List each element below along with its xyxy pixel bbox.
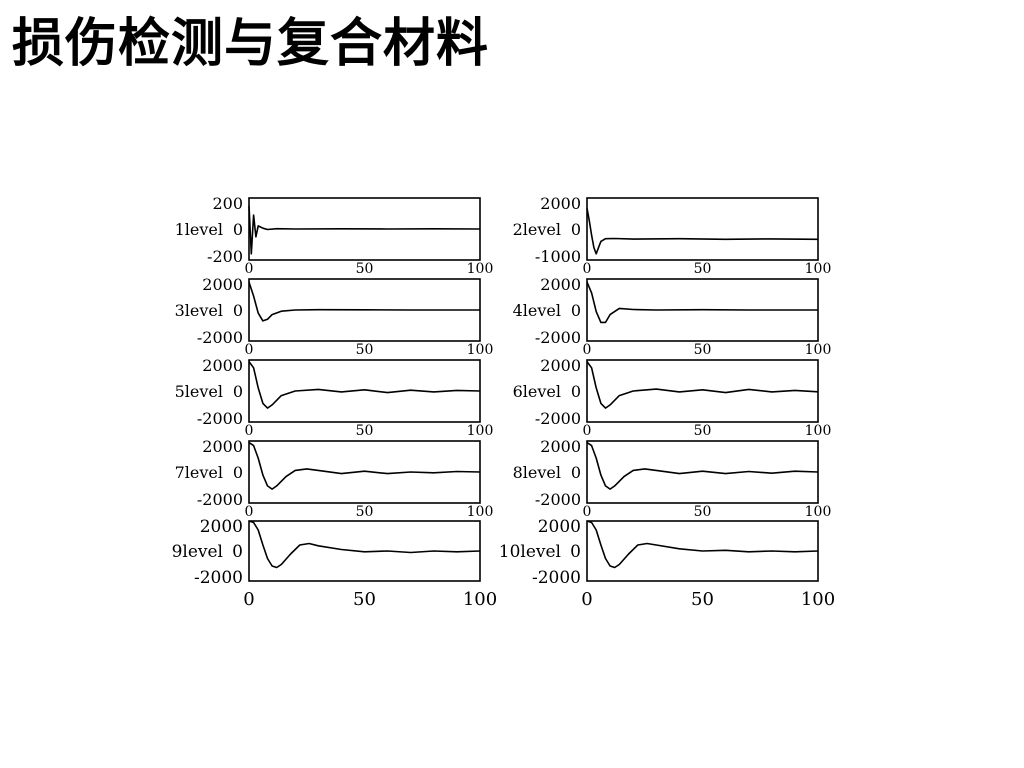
panel-8-xtick-2: 50: [694, 504, 712, 520]
panel-3-xtick-3: 100: [467, 342, 494, 358]
panel-8-series-1: [586, 441, 819, 490]
panel-10-ytick-1: 2000: [538, 517, 581, 537]
panel-9-ytick-1: 2000: [200, 517, 243, 537]
panel-4-ytick-1: 2000: [540, 275, 581, 294]
panel-5-ytick-3: -2000: [197, 409, 243, 428]
panel-6-series-1: [586, 361, 819, 409]
panel-3-xtick-1: 0: [245, 342, 254, 358]
panel-2-xtick-2: 50: [694, 261, 712, 277]
panel-10-xtick-1: 0: [581, 589, 592, 610]
panel-5-ytick-2: 0: [233, 382, 243, 401]
panel-2-xtick-1: 0: [583, 261, 592, 277]
panel-9-ytick-3: -2000: [194, 568, 243, 588]
panel-10-ytick-2: 0: [570, 542, 581, 562]
panel-10-xtick-3: 100: [801, 589, 835, 610]
panel-3-ytick-2: 0: [233, 301, 243, 320]
panel-9-xtick-2: 50: [353, 589, 376, 610]
panel-6-ytick-2: 0: [571, 382, 581, 401]
panel-6-ytick-3: -2000: [535, 409, 581, 428]
panel-4-ylabel: 4level: [513, 301, 561, 320]
panel-2-frame: [586, 197, 819, 261]
panel-4-ytick-2: 0: [571, 301, 581, 320]
panel-6-xtick-1: 0: [583, 423, 592, 439]
panel-8-ytick-2: 0: [571, 463, 581, 482]
panel-4-xtick-1: 0: [583, 342, 592, 358]
panel-5-series-1: [248, 361, 481, 409]
panel-7-ytick-3: -2000: [197, 490, 243, 509]
panel-3-ytick-1: 2000: [202, 275, 243, 294]
panel-7-ytick-2: 0: [233, 463, 243, 482]
panel-9-xtick-1: 0: [243, 589, 254, 610]
panel-1-xtick-1: 0: [245, 261, 254, 277]
panel-10-ylabel: 10level: [499, 542, 561, 562]
panel-5-xtick-2: 50: [356, 423, 374, 439]
panel-6-ytick-1: 2000: [540, 356, 581, 375]
panel-7-series-1: [248, 441, 481, 490]
panel-8-xtick-3: 100: [805, 504, 832, 520]
panel-7-xtick-3: 100: [467, 504, 494, 520]
panel-7-ytick-1: 2000: [202, 437, 243, 456]
panel-2-series-1: [586, 208, 819, 255]
panel-1-ylabel: 1level: [175, 220, 223, 239]
panel-10-ytick-3: -2000: [532, 568, 581, 588]
panel-5-xtick-1: 0: [245, 423, 254, 439]
panel-7-xtick-1: 0: [245, 504, 254, 520]
panel-2-ytick-2: 0: [571, 220, 581, 239]
panel-9-xtick-3: 100: [463, 589, 497, 610]
panel-6-xtick-3: 100: [805, 423, 832, 439]
panel-5-ytick-1: 2000: [202, 356, 243, 375]
panel-9-ylabel: 9level: [172, 542, 223, 562]
panel-8-ytick-3: -2000: [535, 490, 581, 509]
panel-2-ytick-1: 2000: [540, 194, 581, 213]
panel-3-ylabel: 3level: [175, 301, 223, 320]
panel-1-xtick-2: 50: [356, 261, 374, 277]
panel-5-ylabel: 5level: [175, 382, 223, 401]
panel-4-xtick-3: 100: [805, 342, 832, 358]
panel-8-xtick-1: 0: [583, 504, 592, 520]
panel-5-xtick-3: 100: [467, 423, 494, 439]
panel-3-ytick-3: -2000: [197, 328, 243, 347]
panel-2-ytick-3: -1000: [535, 247, 581, 266]
panel-2-ylabel: 2level: [513, 220, 561, 239]
panel-6-ylabel: 6level: [513, 382, 561, 401]
panel-9-ytick-2: 0: [232, 542, 243, 562]
panel-1-ytick-1: 200: [212, 194, 243, 213]
panel-1-ytick-2: 0: [233, 220, 243, 239]
panel-10-series-1: [586, 520, 819, 569]
panel-2-xtick-3: 100: [805, 261, 832, 277]
panel-6-xtick-2: 50: [694, 423, 712, 439]
panel-3-series-1: [248, 281, 480, 322]
panel-8-ytick-1: 2000: [540, 437, 581, 456]
panel-4-series-1: [586, 281, 818, 324]
panel-1-series-1: [248, 205, 481, 255]
panel-4-xtick-2: 50: [694, 342, 712, 358]
panel-1-xtick-3: 100: [467, 261, 494, 277]
panel-7-xtick-2: 50: [356, 504, 374, 520]
panel-10-xtick-2: 50: [691, 589, 714, 610]
panel-9-series-1: [248, 520, 481, 569]
panel-3-xtick-2: 50: [356, 342, 374, 358]
panel-1-ytick-3: -200: [207, 247, 243, 266]
slide-title: 损伤检测与复合材料: [12, 14, 490, 74]
panel-4-ytick-3: -2000: [535, 328, 581, 347]
panel-8-ylabel: 8level: [513, 463, 561, 482]
panel-7-ylabel: 7level: [175, 463, 223, 482]
